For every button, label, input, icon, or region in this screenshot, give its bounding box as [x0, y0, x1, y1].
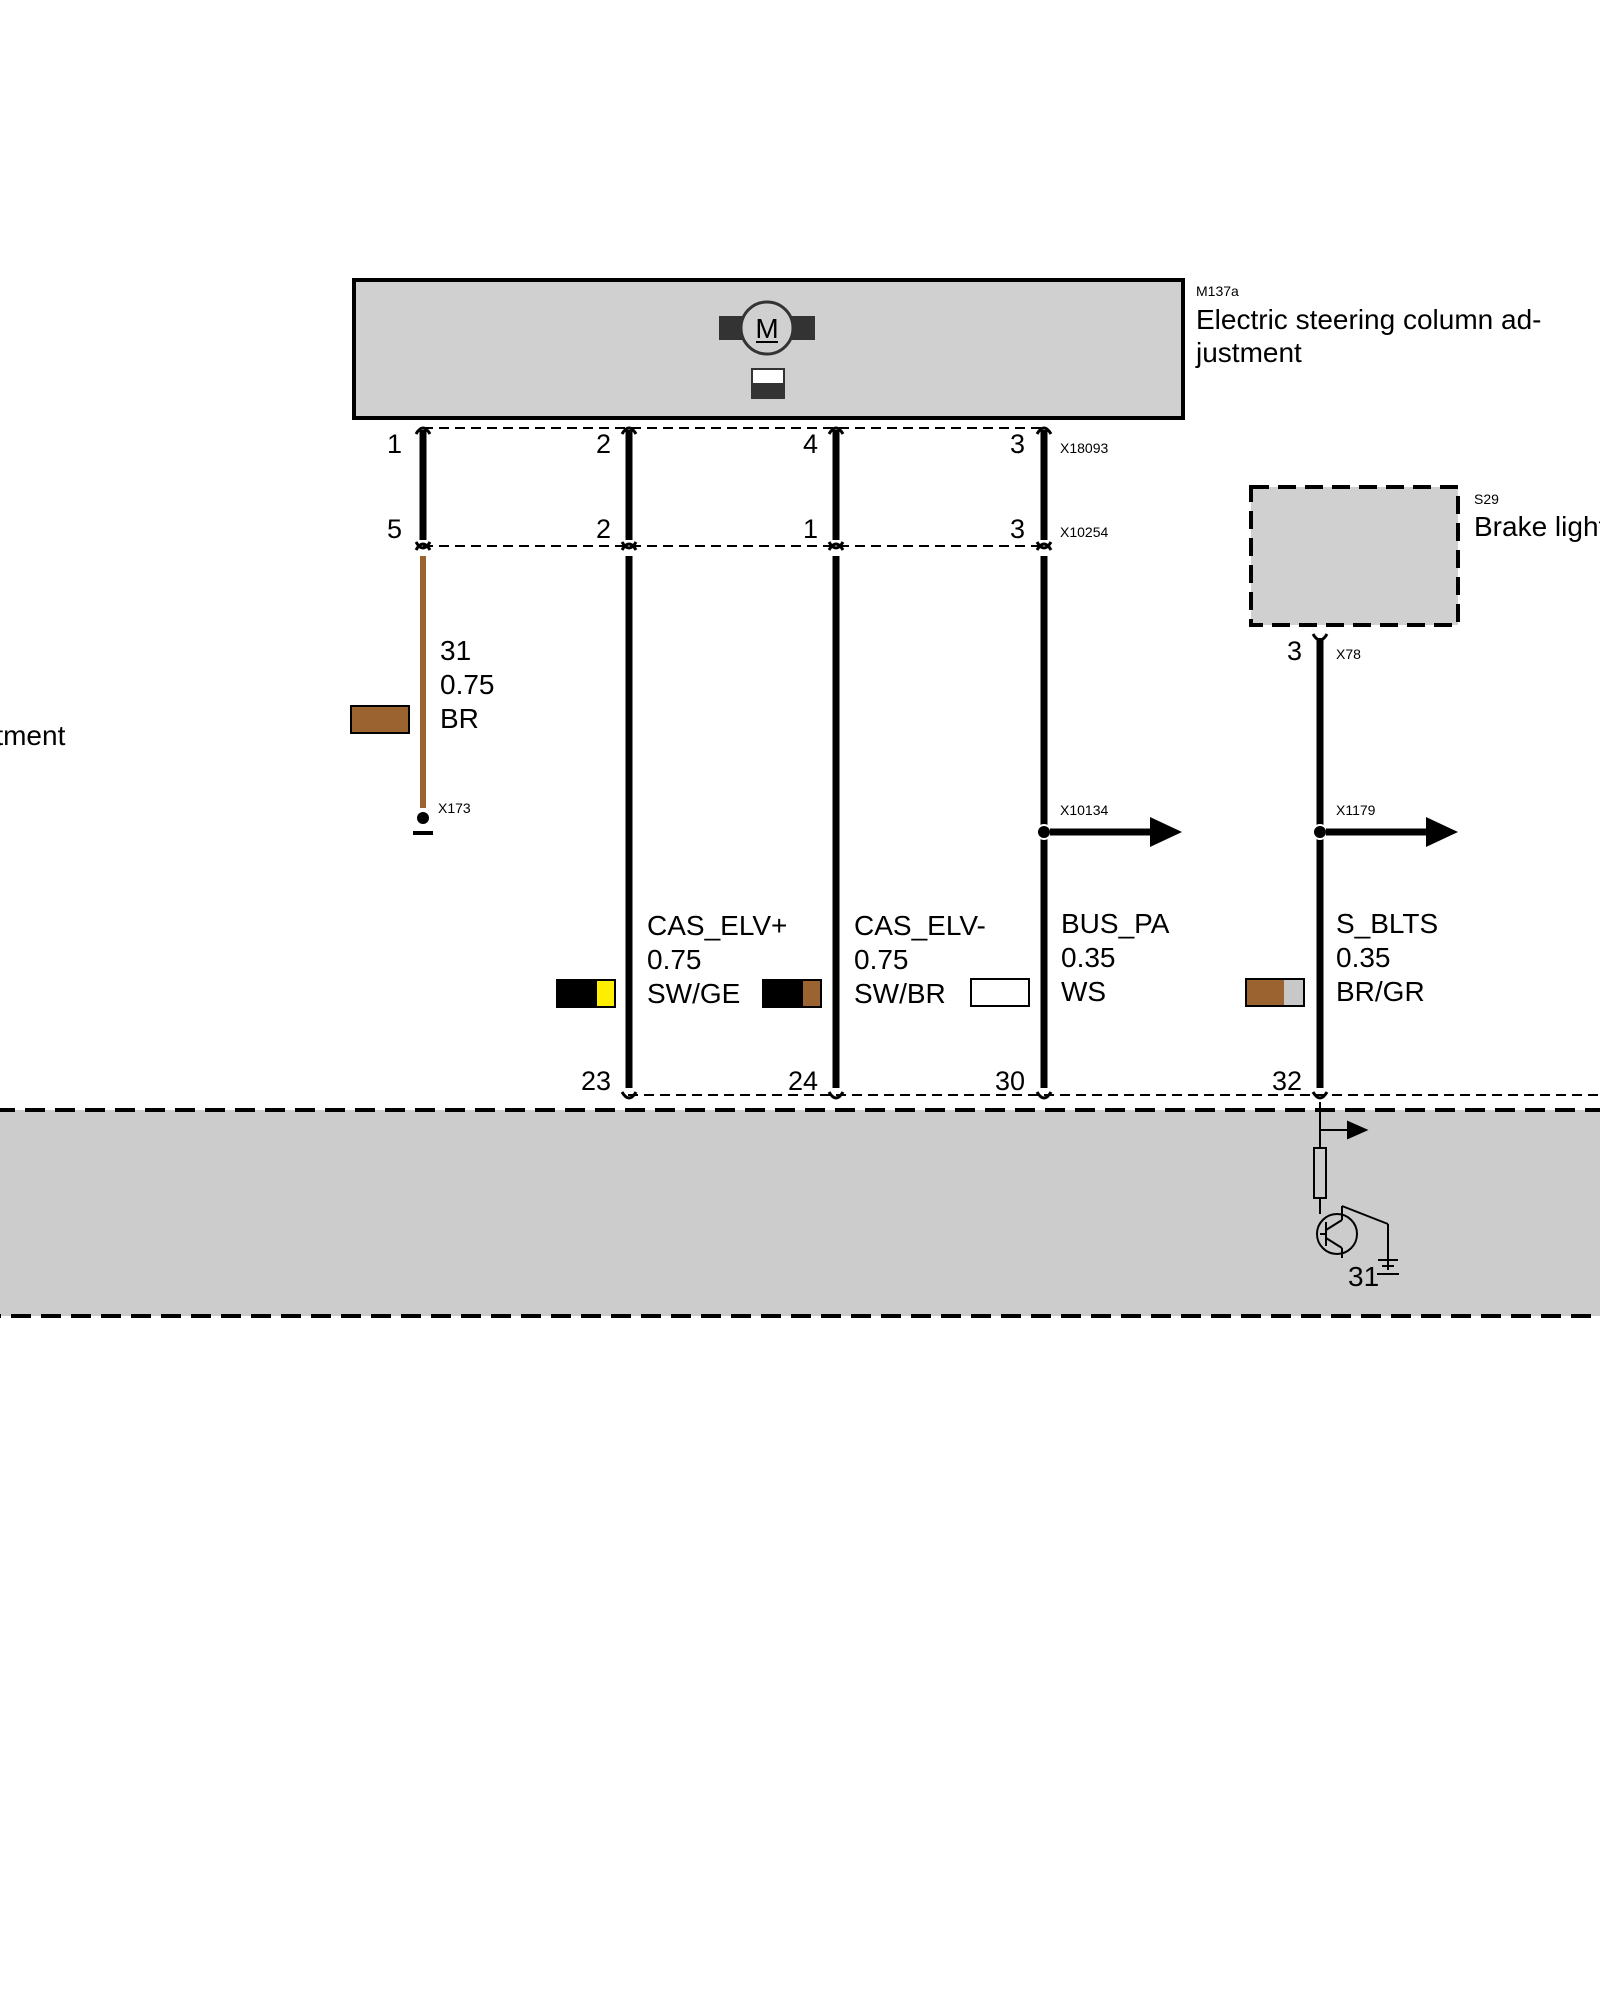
wire-cas-elv-minus-gauge: 0.75: [854, 944, 909, 975]
ground-label: 31: [1348, 1261, 1379, 1292]
ground-terminal-x173: [417, 812, 429, 824]
control-unit-pin-32: 32: [1272, 1066, 1302, 1096]
wire-31-gauge: 0.75: [440, 669, 495, 700]
wire-31-signal: 31: [440, 635, 471, 666]
s29-pin-3: 3: [1287, 636, 1302, 666]
wire-cas-elv-plus-gauge: 0.75: [647, 944, 702, 975]
connector-x10134-label: X10134: [1060, 802, 1108, 818]
wire-cas-elv-plus-color-code: SW/GE: [647, 978, 740, 1009]
wire-31-color-swatch: [350, 705, 410, 734]
control-unit-box: [0, 1108, 1600, 1318]
control-unit-pin-24: 24: [788, 1066, 818, 1096]
module-code: M137a: [1196, 283, 1239, 299]
module-indicator-icon: [751, 368, 785, 399]
wire-s-blts-signal: S_BLTS: [1336, 908, 1438, 939]
wire-cas-elv-plus-signal: CAS_ELV+: [647, 910, 787, 941]
wire-cas-elv-minus-color-code: SW/BR: [854, 978, 946, 1009]
left-cut-label: rtment: [0, 720, 66, 751]
connector-x18093-label: X18093: [1060, 440, 1108, 456]
control-unit-pin-30: 30: [995, 1066, 1025, 1096]
module-name-line1: Electric steering column ad-: [1196, 304, 1541, 335]
module-pin-2: 2: [596, 429, 611, 459]
wire-cas-elv-minus-color-swatch: [762, 979, 822, 1008]
wire-s-blts-gauge: 0.35: [1336, 942, 1391, 973]
brake-light-switch-box[interactable]: [1249, 485, 1460, 627]
splice-x1179: [1312, 824, 1328, 840]
svg-text:M: M: [755, 313, 778, 344]
wire-cas-elv-plus-color-swatch: [556, 979, 616, 1008]
wire-s-blts-color-code: BR/GR: [1336, 976, 1425, 1007]
motor-icon: M: [719, 300, 815, 356]
x10254-pin-3: 3: [1010, 514, 1025, 544]
module-pin-3: 3: [1010, 429, 1025, 459]
control-unit-pin-23: 23: [581, 1066, 611, 1096]
wire-31-color-code: BR: [440, 703, 479, 734]
wire-bus-pa-color-swatch: [970, 978, 1030, 1007]
ground-icon: [1377, 1224, 1399, 1275]
x10254-pin-2: 2: [596, 514, 611, 544]
module-pin-4: 4: [803, 429, 818, 459]
connector-x1179-label: X1179: [1336, 802, 1376, 818]
wire-s-blts-color-swatch: [1245, 978, 1305, 1007]
connector-x10254-label: X10254: [1060, 524, 1108, 540]
connector-x78-label: X78: [1336, 646, 1361, 662]
connector-x173-label: X173: [438, 800, 471, 816]
brake-switch-code: S29: [1474, 491, 1499, 507]
splice-x10134: [1036, 824, 1052, 840]
arrow-x10134-icon: [1150, 817, 1182, 847]
module-pin-1: 1: [387, 429, 402, 459]
brake-switch-name: Brake light: [1474, 511, 1600, 542]
pin-hooks: [414, 426, 1329, 1100]
module-name-line2: justment: [1195, 337, 1302, 368]
arrow-x1179-icon: [1426, 817, 1458, 847]
wire-bus-pa-signal: BUS_PA: [1061, 908, 1170, 939]
wire-bus-pa-gauge: 0.35: [1061, 942, 1116, 973]
wire-cas-elv-minus-signal: CAS_ELV-: [854, 910, 986, 941]
x10254-pin-1: 1: [803, 514, 818, 544]
x10254-pin-5: 5: [387, 514, 402, 544]
wire-bus-pa-color-code: WS: [1061, 976, 1106, 1007]
